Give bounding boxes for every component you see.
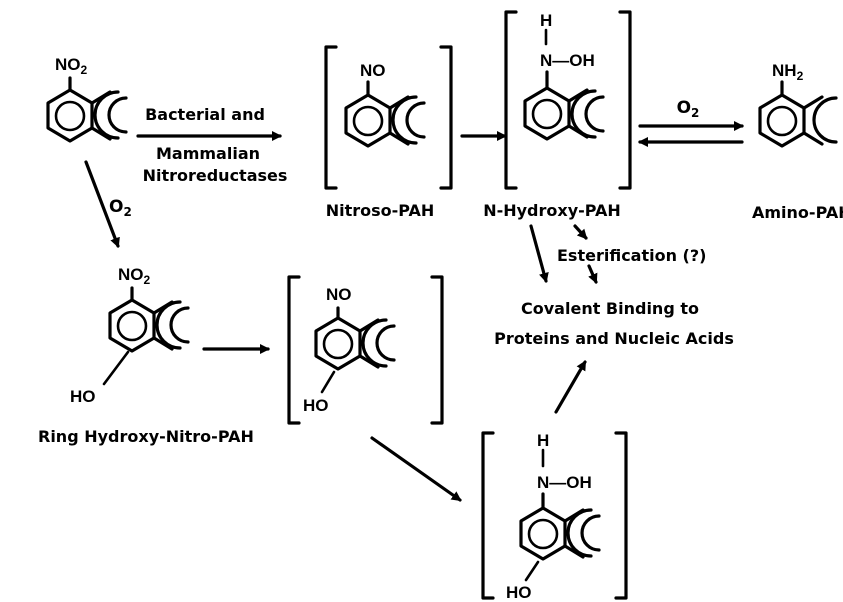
ring-hydroxylamine-to-binding-arrow (554, 360, 587, 414)
hydroxylamine-group-label: N—OH (540, 51, 595, 70)
covalent-binding-line-1: Covalent Binding to (521, 299, 699, 318)
reduction-label-1: Bacterial and (145, 105, 265, 124)
esterification-label: Esterification (?) (557, 246, 706, 265)
amino-oxidation-arrows: O2 (638, 98, 744, 147)
nitroso-group-label: NO (360, 61, 386, 80)
ring-hydroxy-nitro-ho-label: HO (70, 387, 96, 406)
hydroxylamine-h-label: H (540, 11, 552, 30)
amino-pah-structure: NH2 Amino-PAH (752, 61, 843, 222)
reduction-label-2: Mammalian (156, 144, 260, 163)
nitroso-pah-label: Nitroso-PAH (326, 201, 435, 220)
ring-hydroxy-nitro-group-label: NO2 (118, 265, 151, 287)
amino-group-label: NH2 (772, 61, 804, 83)
ring-hydroxy-nitro-pah-structure: NO2 HO Ring Hydroxy-Nitro-PAH (38, 265, 254, 446)
ring-oxidation-o2-label: O2 (109, 197, 132, 219)
reduction-arrow: Bacterial and Mammalian Nitroreductases (136, 105, 288, 185)
n-hydroxy-to-binding-arrow (529, 224, 549, 283)
covalent-binding-line-2: Proteins and Nucleic Acids (494, 329, 734, 348)
ring-hydroxy-n-hydroxy-structure: H N—OH HO (481, 431, 628, 602)
ring-oxidation-arrow: O2 (84, 160, 132, 248)
ring-hydroxy-hydroxylamine-group-label: N—OH (537, 473, 592, 492)
ring-hydroxy-nitroso-group-label: NO (326, 285, 352, 304)
ring-hydroxy-hydroxylamine-ho-label: HO (506, 583, 532, 602)
esterification-to-binding-arrow (587, 264, 598, 284)
nitro-pah-structure: NO2 (46, 55, 128, 143)
reduction-label-3: Nitroreductases (143, 166, 288, 185)
n-hydroxy-pah-label: N-Hydroxy-PAH (483, 201, 621, 220)
amino-pah-label: Amino-PAH (752, 203, 843, 222)
n-hydroxy-to-esterification-arrow (573, 224, 588, 240)
nitroso-pah-structure: NO Nitroso-PAH (324, 45, 453, 220)
ring-hydroxy-nitroso-ho-label: HO (303, 396, 329, 415)
n-hydroxy-pah-structure: H N—OH N-Hydroxy-PAH (483, 10, 632, 220)
nitro-group-label: NO2 (55, 55, 88, 77)
ring-hydroxy-nitro-pah-label: Ring Hydroxy-Nitro-PAH (38, 427, 254, 446)
ring-hydroxy-nitroso-structure: NO HO (287, 275, 444, 425)
ring-hydroxy-nitroso-to-hydroxylamine-arrow (370, 436, 462, 502)
amino-o2-label: O2 (677, 98, 700, 120)
ring-hydroxy-hydroxylamine-h-label: H (537, 431, 549, 450)
